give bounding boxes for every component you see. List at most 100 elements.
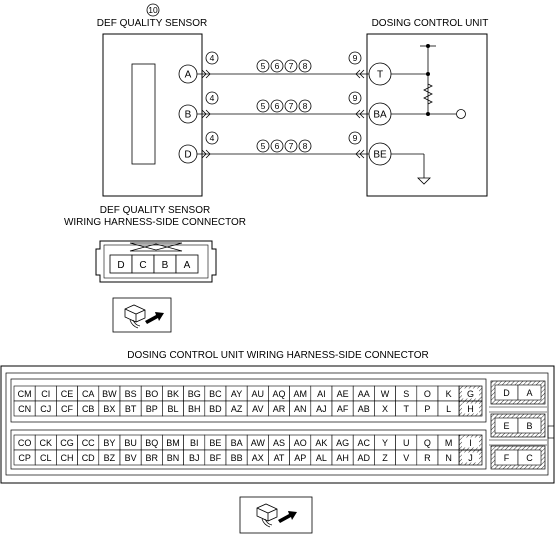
dcu-side-cell — [517, 417, 542, 434]
mid-conn-circle — [256, 139, 270, 153]
sensor-connector-title-1: DEF QUALITY SENSOR — [100, 205, 210, 216]
mid-conn-number: 7 — [289, 61, 294, 71]
right-conn-circle — [348, 131, 362, 145]
sensor-box — [102, 33, 203, 197]
left-pin-circle — [178, 104, 198, 124]
dcu-pin-label: BW — [102, 389, 117, 399]
dcu-pin-label: BJ — [189, 453, 200, 463]
dcu-pin-label: AE — [337, 389, 349, 399]
dcu-pin-label: CB — [82, 404, 95, 414]
mid-conn-circle — [256, 99, 270, 113]
dcu-pin-label: CC — [82, 438, 95, 448]
dcu-pin-label: AK — [315, 438, 327, 448]
dcu-pin-label: CL — [40, 453, 52, 463]
mid-conn-number: 7 — [289, 101, 294, 111]
dcu-pin-label: AF — [337, 404, 349, 414]
dcu-pin-label: T — [403, 404, 409, 414]
dcu-pin-label: AL — [316, 453, 327, 463]
left-conn-number: 4 — [210, 53, 215, 63]
mid-conn-number: 6 — [275, 61, 280, 71]
dcu-pin-label: BT — [125, 404, 137, 414]
unit-title: DOSING CONTROL UNIT — [372, 18, 489, 29]
dcu-pin-label: BD — [209, 404, 222, 414]
left-pin-label: A — [185, 70, 192, 81]
dcu-side-label: F — [504, 453, 510, 463]
dcu-pin-label: BS — [125, 389, 137, 399]
left-conn-number: 4 — [210, 133, 215, 143]
dcu-hatched-inner — [462, 403, 479, 414]
dcu-side-cell — [517, 384, 542, 401]
dcu-pin-label: Y — [382, 438, 388, 448]
dcu-pin-label: L — [446, 404, 451, 414]
mid-conn-number: 8 — [303, 141, 308, 151]
junction-dot — [426, 72, 430, 76]
left-conn-number: 4 — [210, 93, 215, 103]
mid-conn-circle — [298, 59, 312, 73]
sensor-pin-label: C — [139, 260, 146, 271]
dcu-hatched-label: G — [467, 389, 474, 399]
right-conn-circle — [348, 51, 362, 65]
dcu-side-cell — [517, 449, 542, 466]
dcu-pin-label: CJ — [40, 404, 51, 414]
dcu-pin-label: BL — [167, 404, 178, 414]
dcu-pin-label: AI — [317, 389, 326, 399]
sensor-pin-label: B — [162, 260, 169, 271]
mid-conn-circle — [298, 139, 312, 153]
dcu-pin-label: BE — [209, 438, 221, 448]
dcu-pin-label: K — [446, 389, 452, 399]
mid-conn-circle — [270, 139, 284, 153]
dcu-pin-label: BQ — [145, 438, 158, 448]
dcu-pin-label: BB — [231, 453, 243, 463]
dcu-pin-label: W — [381, 389, 390, 399]
mid-conn-number: 6 — [275, 101, 280, 111]
dcu-pin-label: AH — [336, 453, 349, 463]
dcu-pin-label: BU — [124, 438, 137, 448]
right-pin-label: BA — [373, 110, 387, 121]
dcu-pin-label: BR — [146, 453, 159, 463]
connector-view-icon-bottom — [239, 496, 313, 534]
dcu-hatched-label: J — [468, 453, 473, 463]
dcu-pin-label: CG — [60, 438, 74, 448]
dcu-pin-label: CP — [18, 453, 31, 463]
right-connector-mark — [355, 109, 365, 119]
dcu-pin-label: Z — [382, 453, 388, 463]
dcu-pin-label: S — [403, 389, 409, 399]
dcu-pin-label: BN — [167, 453, 180, 463]
right-connector-mark — [355, 69, 365, 79]
left-pin-label: D — [184, 150, 191, 161]
dcu-pin-label: BM — [166, 438, 180, 448]
junction-dot — [426, 44, 430, 48]
dcu-pin-label: V — [403, 453, 409, 463]
left-connector-mark — [201, 109, 211, 119]
dcu-pin-label: CI — [41, 389, 50, 399]
dcu-pin-label: CM — [18, 389, 32, 399]
dcu-pin-label: AO — [294, 438, 307, 448]
dcu-hatched-label: H — [467, 404, 474, 414]
dcu-pin-label: CD — [82, 453, 95, 463]
dcu-pin-label: CO — [18, 438, 32, 448]
dcu-pin-label: P — [424, 404, 430, 414]
dcu-hatched-label: I — [469, 438, 472, 448]
left-conn-circle — [205, 51, 219, 65]
dcu-pin-label: AT — [274, 453, 285, 463]
mid-conn-number: 8 — [303, 101, 308, 111]
dcu-pin-label: CK — [40, 438, 53, 448]
dcu-hatched-inner — [462, 452, 479, 463]
sensor-element — [131, 63, 156, 165]
dcu-pin-label: AB — [358, 404, 370, 414]
dcu-pin-label: X — [382, 404, 388, 414]
dcu-side-label: A — [526, 388, 532, 398]
mid-conn-number: 5 — [261, 141, 266, 151]
dcu-pin-label: AA — [358, 389, 370, 399]
dcu-pin-label: BZ — [104, 453, 116, 463]
dcu-pin-label: CE — [61, 389, 74, 399]
mid-conn-number: 5 — [261, 101, 266, 111]
dcu-pin-label: CF — [61, 404, 73, 414]
mid-conn-circle — [284, 99, 298, 113]
right-conn-number: 9 — [353, 93, 358, 103]
